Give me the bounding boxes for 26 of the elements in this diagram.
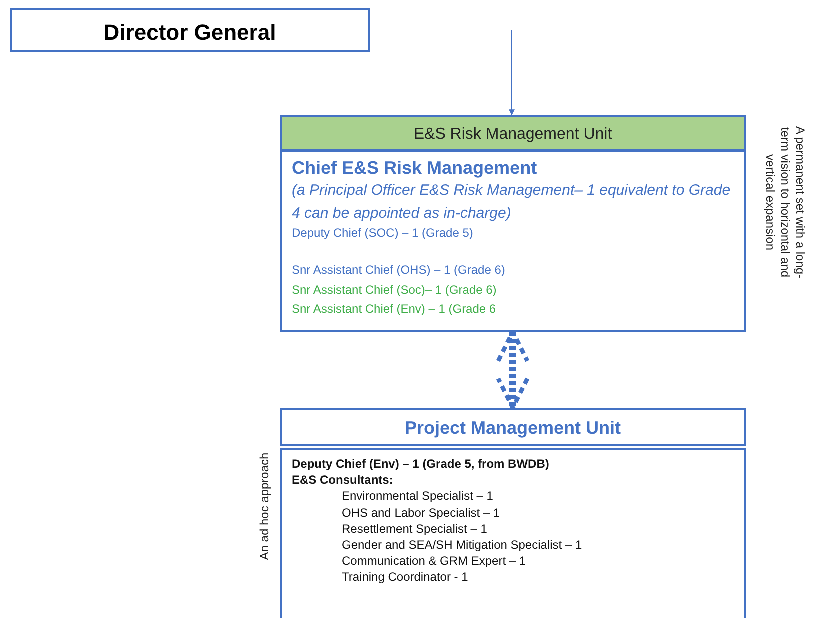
label-text: Project Management Unit [404, 417, 622, 440]
label-text: Snr Assistant Chief (OHS) – 1 (Grade 6) [292, 262, 506, 280]
unit-header [280, 115, 746, 151]
label-text: Environmental Specialist – 1 [341, 488, 494, 505]
label-text: Chief E&S Risk Management [292, 157, 538, 180]
label-text: E&S Consultants: [292, 472, 394, 488]
label-text: E&S Risk Management Unit [412, 125, 614, 145]
label-text: Snr Assistant Chief (Env) – 1 (Grade 6 [292, 300, 498, 318]
unit-box [280, 448, 746, 618]
side-note: An ad hoc approach [258, 452, 272, 562]
label-text: Snr Assistant Chief (Soc)– 1 (Grade 6) [292, 282, 498, 299]
label-text: Training Coordinator - 1 [341, 569, 470, 586]
label-text: Director General [102, 19, 278, 47]
label-text: OHS and Labor Specialist – 1 [341, 504, 502, 521]
title-box [10, 8, 370, 52]
label-text: Deputy Chief (Env) – 1 (Grade 5, from BWDB) [292, 456, 550, 472]
side-note: A permanent set with a long-term vision to horizontal and vertical expansion [762, 125, 808, 281]
label-text: Deputy Chief (SOC) – 1 (Grade 5) [292, 225, 474, 242]
arrow [509, 30, 515, 116]
arrow [496, 330, 530, 410]
label-text: Resettlement Specialist – 1 [341, 520, 488, 537]
label-text: Communication & GRM Expert – 1 [341, 553, 528, 570]
label-text: (a Principal Officer E&S Risk Management– 1 equivalent to Grade 4 can be appointed as in-charge) [292, 181, 732, 224]
unit-box [280, 150, 746, 332]
unit-header [280, 408, 746, 446]
label-text: Gender and SEA/SH Mitigation Specialist – 1 [341, 536, 584, 554]
